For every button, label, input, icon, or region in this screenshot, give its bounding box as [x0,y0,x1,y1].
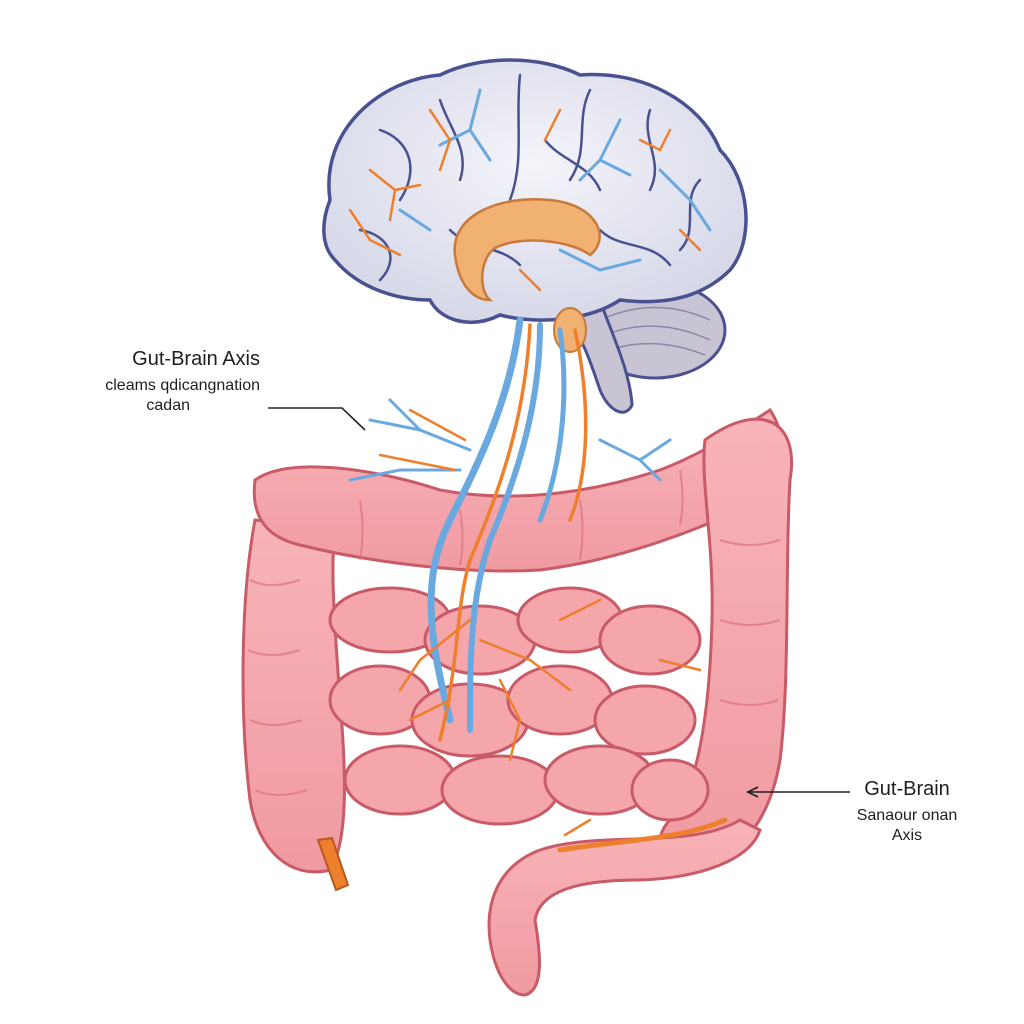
small-intestine-illustration [330,588,708,824]
upper-left-label-line1: cleams qdicangnation [105,377,260,395]
transverse-colon [254,410,781,571]
upper-left-label-title: Gut-Brain Axis [105,348,260,371]
upper-left-label: Gut-Brain Axis cleams qdicangnation cada… [105,348,260,416]
upper-left-pointer [268,408,365,430]
lower-right-label: Gut-Brain Sanaour onan Axis [832,778,982,846]
sigmoid-colon [489,820,760,995]
lower-right-label-title: Gut-Brain [832,778,982,801]
brain-illustration [324,60,746,412]
upper-left-label-line2: cadan [105,397,190,415]
lower-right-label-line1: Sanaour onan [832,807,982,825]
lower-right-label-line2: Axis [832,827,982,845]
